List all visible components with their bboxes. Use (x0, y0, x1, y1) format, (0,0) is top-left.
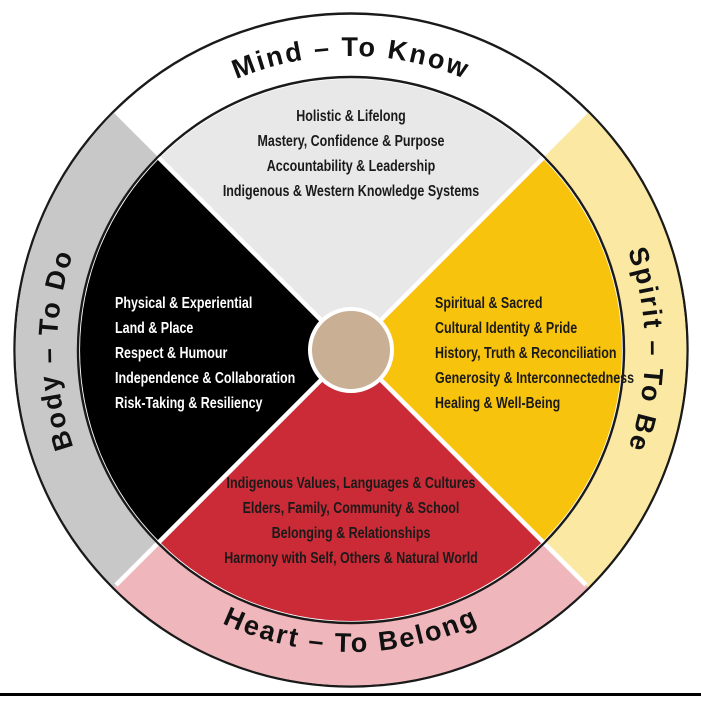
quadrant-heart (159, 350, 543, 621)
mind-item: Mastery, Confidence & Purpose (257, 133, 445, 150)
mind-item: Accountability & Leadership (266, 158, 436, 175)
spirit-quadrant-list: Spiritual & Sacred Cultural Identity & P… (435, 291, 690, 416)
mind-item: Indigenous & Western Knowledge Systems (222, 183, 480, 200)
ring-gap-southwest (114, 540, 161, 587)
quadrant-body (80, 158, 351, 542)
quad-gap-northeast (349, 156, 545, 352)
quadrant-mind (159, 79, 543, 351)
heart-item: Elders, Family, Community & School (242, 500, 460, 517)
heart-item: Harmony with Self, Others & Natural Worl… (224, 550, 478, 567)
bottom-rule (0, 693, 701, 696)
body-quadrant-list: Physical & Experiential Land & Place Res… (115, 291, 346, 416)
mind-item: Holistic & Lifelong (296, 108, 406, 125)
heart-item: Belonging & Relationships (271, 525, 431, 542)
quad-gap-southwest (157, 348, 353, 544)
body-item: Land & Place (115, 320, 194, 337)
spirit-item: Healing & Well-Being (435, 395, 561, 412)
heart-item: Indigenous Values, Languages & Cultures (226, 475, 476, 492)
quad-gap-northwest (157, 156, 353, 352)
mind-quadrant-list: Holistic & Lifelong Mastery, Confidence … (141, 104, 561, 204)
ring-sector-heart (113, 543, 589, 686)
spirit-item: Spiritual & Sacred (435, 295, 543, 312)
ring-sector-body (15, 112, 158, 588)
body-item: Physical & Experiential (115, 295, 253, 312)
center-circle (308, 307, 394, 393)
ring-sector-spirit (544, 112, 687, 588)
body-item: Independence & Collaboration (115, 370, 296, 387)
body-item: Respect & Humour (115, 345, 228, 362)
spirit-item: Cultural Identity & Pride (435, 320, 578, 337)
spirit-item: Generosity & Interconnectedness (435, 370, 635, 387)
ring-gap-southeast (541, 540, 588, 587)
spirit-item: History, Truth & Reconciliation (435, 345, 617, 362)
heart-quadrant-list: Indigenous Values, Languages & Cultures … (131, 471, 571, 571)
quadrant-spirit (351, 158, 622, 542)
quad-gap-southeast (349, 348, 545, 544)
body-item: Risk-Taking & Resiliency (115, 395, 263, 412)
